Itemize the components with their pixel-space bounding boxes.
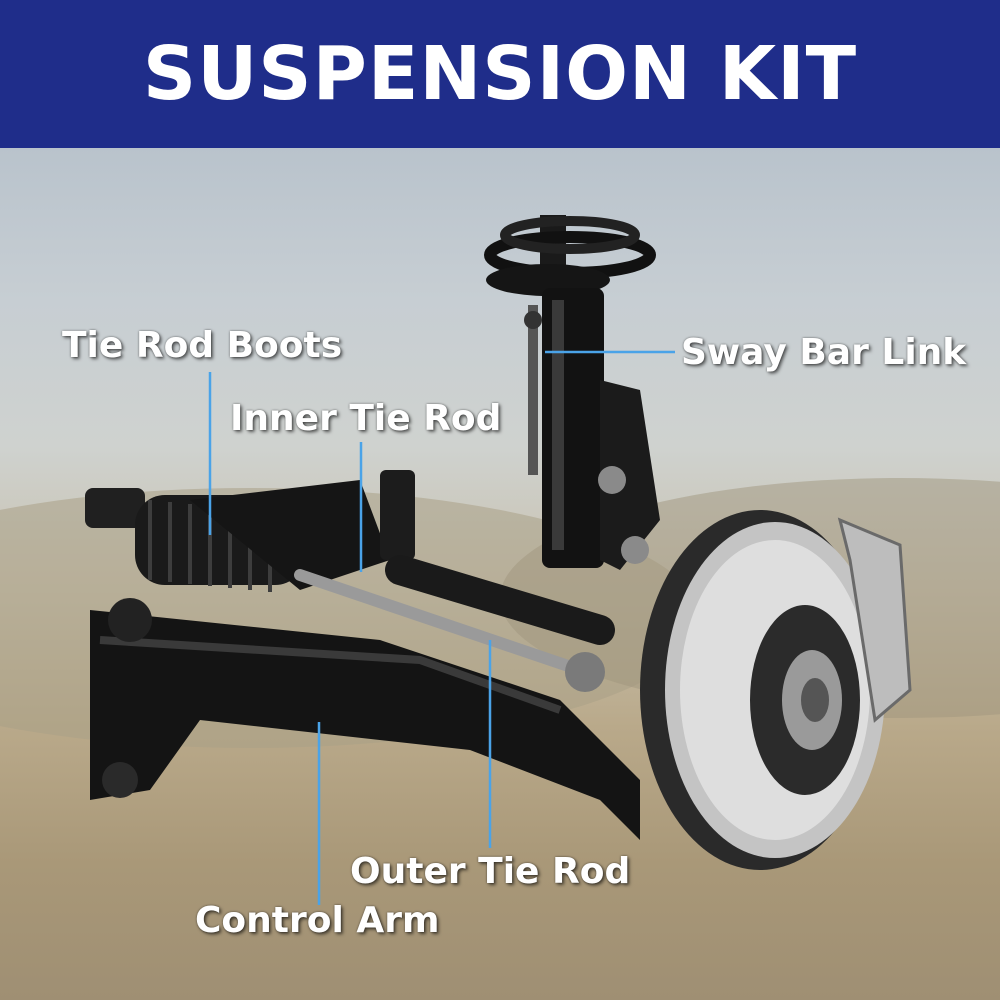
brake-rotor (640, 510, 912, 870)
label-sway-bar-link: Sway Bar Link (681, 332, 967, 373)
steering-rack (85, 470, 615, 692)
control-arm-part (90, 598, 640, 840)
label-control-arm: Control Arm (195, 900, 440, 941)
label-tie-rod-boots: Tie Rod Boots (62, 325, 343, 366)
title-banner: SUSPENSION KIT (0, 0, 1000, 148)
label-outer-tie-rod: Outer Tie Rod (350, 851, 631, 892)
strut-assembly (484, 215, 660, 570)
sway-bar-link-part (524, 305, 542, 475)
page-title: SUSPENSION KIT (142, 31, 858, 117)
label-inner-tie-rod: Inner Tie Rod (230, 398, 502, 439)
leader-lines (208, 350, 675, 905)
